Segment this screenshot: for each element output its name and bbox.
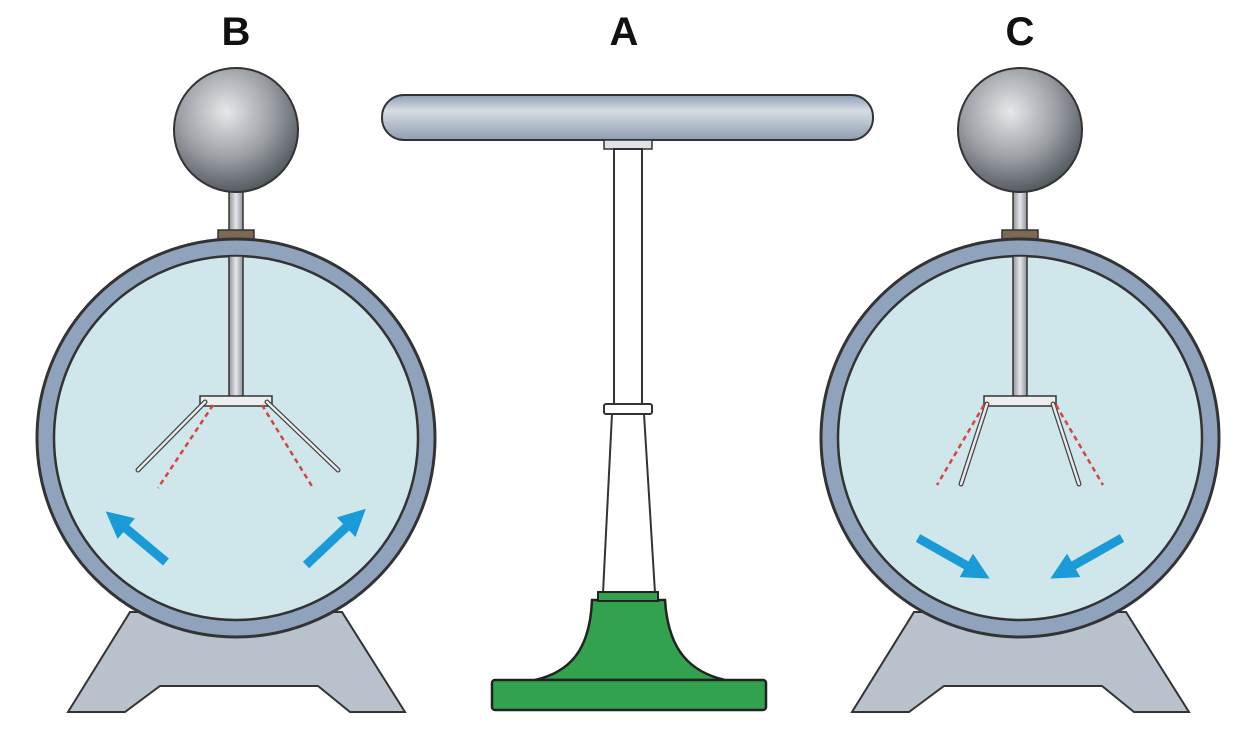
crossbar bbox=[983, 395, 1057, 407]
collar bbox=[603, 403, 653, 415]
horizontal-rod bbox=[381, 94, 874, 141]
previous-leaf-right bbox=[1054, 404, 1105, 486]
previous-leaf-left bbox=[156, 404, 215, 489]
arrow-up-left-icon bbox=[105, 511, 169, 566]
arrow-down-right-icon bbox=[915, 534, 990, 579]
electroscope-c bbox=[819, 67, 1221, 713]
metal-sphere bbox=[957, 67, 1083, 193]
rod-connector bbox=[603, 139, 653, 150]
vertical-post bbox=[613, 148, 643, 406]
tapered-post bbox=[601, 413, 657, 594]
rod bbox=[1012, 255, 1028, 399]
previous-leaf-right bbox=[260, 404, 315, 489]
base-plate bbox=[490, 678, 768, 712]
charged-rod-a bbox=[381, 94, 874, 712]
green-base bbox=[534, 598, 726, 682]
arrow-down-left-icon bbox=[1050, 534, 1125, 579]
electroscope-b bbox=[35, 67, 437, 713]
label-a: A bbox=[610, 10, 639, 54]
rod bbox=[228, 255, 244, 399]
crossbar bbox=[199, 395, 273, 407]
metal-sphere bbox=[173, 67, 299, 193]
label-c: C bbox=[1006, 10, 1035, 54]
label-b: B bbox=[222, 10, 251, 54]
arrow-up-right-icon bbox=[302, 508, 366, 569]
previous-leaf-left bbox=[935, 404, 986, 486]
